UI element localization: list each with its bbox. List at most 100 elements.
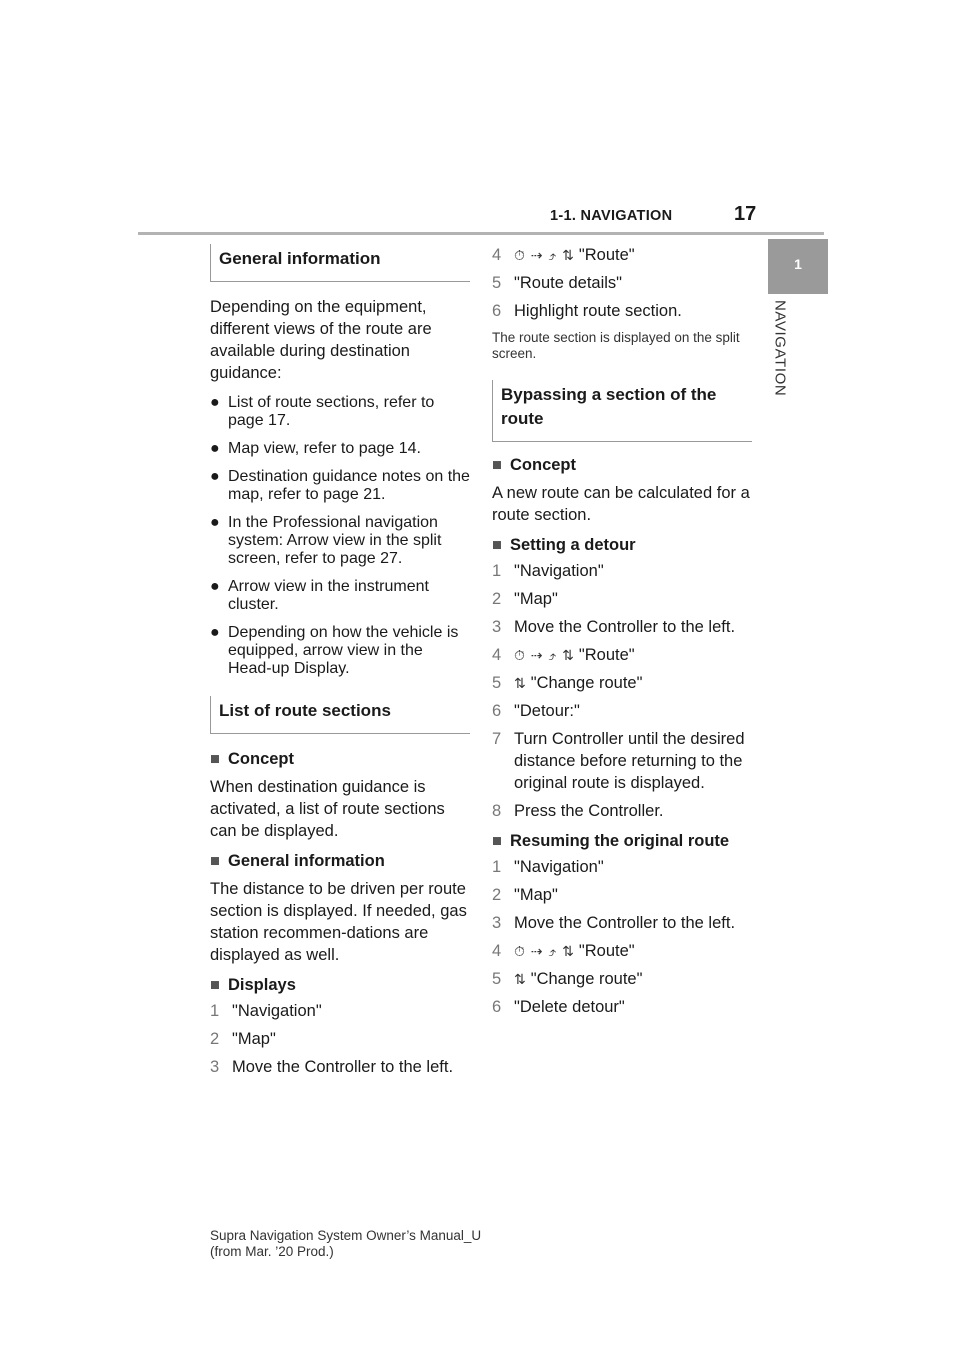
step-item: 6 Highlight route section. <box>492 300 752 322</box>
step-text: "Navigation" <box>514 562 604 580</box>
chapter-tab-label-text: NAVIGATION <box>771 300 789 397</box>
header-rule <box>138 232 824 235</box>
step-text: Highlight route section. <box>514 302 682 320</box>
concept-paragraph: A new route can be calculated for a rout… <box>492 484 750 524</box>
bullet-text: Depending on how the vehicle is equipped… <box>228 624 459 677</box>
step-text: "Change route" <box>530 970 643 988</box>
menu-path-icon: ⏱ ⇢ ⤴ ⇅ <box>514 647 575 663</box>
step-number: 6 <box>492 702 502 720</box>
chapter-tab-label: NAVIGATION <box>758 300 802 420</box>
bullet-dot-icon: ● <box>210 514 220 531</box>
step-number: 8 <box>492 802 502 820</box>
step-text: "Route" <box>578 646 635 664</box>
step-item: 1"Navigation" <box>492 856 752 878</box>
footer-line-2: (from Mar. ’20 Prod.) <box>210 1244 334 1259</box>
square-bullet-icon: ■ <box>492 832 502 850</box>
route-options-icon: ⇅ <box>514 675 527 691</box>
step-text: "Change route" <box>530 674 643 692</box>
square-bullet-icon: ■ <box>210 750 220 768</box>
bullet-text: Map view, refer to page 14. <box>228 440 421 457</box>
step-item: 3 Move the Controller to the left. <box>492 912 752 934</box>
bullet-item: ●Arrow view in the instrument cluster. <box>210 578 470 614</box>
bullet-item: ● Destination guidance notes on the map, … <box>210 468 470 504</box>
step-item: 6 "Detour:" <box>492 700 752 722</box>
menu-path-icon: ⏱ ⇢ ⤴ ⇅ <box>514 247 575 263</box>
step-number: 3 <box>210 1058 220 1076</box>
bullet-dot-icon: ● <box>210 468 220 485</box>
subheading-resuming-original-route: ■ Resuming the original route <box>492 830 752 852</box>
step-text: "Route" <box>578 246 635 264</box>
general-information-paragraph: The distance to be driven per route sect… <box>210 880 467 964</box>
step-item: 3 Move the Controller to the left. <box>210 1056 470 1078</box>
square-bullet-icon: ■ <box>210 852 220 870</box>
step-item: 7 Turn Controller until the desired dista… <box>492 728 752 794</box>
step-number: 4 <box>492 942 502 960</box>
step-item: 4 ⏱ ⇢ ⤴ ⇅"Route" <box>492 244 752 266</box>
subheading-concept: ■ Concept <box>210 748 470 770</box>
step-item: 8 Press the Controller. <box>492 800 752 822</box>
step-item: 5 "Route details" <box>492 272 752 294</box>
step-text: "Route details" <box>514 274 623 292</box>
step-text: Press the Controller. <box>514 802 664 820</box>
subheading-displays: ■Displays <box>210 974 470 996</box>
bullet-text: Destination guidance notes on the map, r… <box>228 468 470 503</box>
bullet-dot-icon: ● <box>210 394 220 411</box>
step-text: "Map" <box>232 1030 276 1048</box>
section-heading-bypassing: Bypassing a section of the route <box>492 380 752 442</box>
subheading-text: Resuming the original route <box>510 832 730 850</box>
running-header-section: 1-1. NAVIGATION <box>550 208 673 224</box>
step-number: 5 <box>492 274 502 292</box>
step-item: 2"Map" <box>492 884 752 906</box>
bullet-text: Arrow view in the instrument cluster. <box>228 578 429 613</box>
menu-path-icon: ⏱ ⇢ ⤴ ⇅ <box>514 943 575 959</box>
route-options-icon: ⇅ <box>514 971 527 987</box>
step-number: 3 <box>492 914 502 932</box>
section-heading-list-of-route-sections: List of route sections <box>210 696 470 734</box>
step-text: Move the Controller to the left. <box>232 1058 454 1076</box>
subheading-general-information: ■ General information <box>210 850 470 872</box>
step-number: 2 <box>210 1030 220 1048</box>
subheading-text: General information <box>228 852 385 870</box>
step-text: Turn Controller until the desired distan… <box>514 730 745 792</box>
chapter-tab-number: 1 <box>794 256 802 272</box>
step-number: 1 <box>210 1002 220 1020</box>
note-text: The route section is displayed on the sp… <box>492 330 740 361</box>
step-item: 6 "Delete detour" <box>492 996 752 1018</box>
step-number: 6 <box>492 998 502 1016</box>
intro-paragraph: Depending on the equipment, different vi… <box>210 298 432 382</box>
step-text: "Navigation" <box>232 1002 322 1020</box>
step-item: 3 Move the Controller to the left. <box>492 616 752 638</box>
bullet-text: List of route sections, refer to page 17… <box>228 394 435 429</box>
step-number: 4 <box>492 246 502 264</box>
step-text: Move the Controller to the left. <box>514 914 736 932</box>
page-number: 17 <box>734 203 757 225</box>
step-number: 2 <box>492 886 502 904</box>
subheading-text: Concept <box>228 750 294 768</box>
step-text: "Navigation" <box>514 858 604 876</box>
step-number: 4 <box>492 646 502 664</box>
subheading-text: Setting a detour <box>510 536 636 554</box>
step-number: 2 <box>492 590 502 608</box>
bullet-item: ● List of route sections, refer to page 1… <box>210 394 470 430</box>
step-number: 3 <box>492 618 502 636</box>
step-item: 1 "Navigation" <box>210 1000 470 1022</box>
step-item: 4 ⏱ ⇢ ⤴ ⇅"Route" <box>492 644 752 666</box>
square-bullet-icon: ■ <box>492 456 502 474</box>
step-item: 2 "Map" <box>210 1028 470 1050</box>
bullet-dot-icon: ● <box>210 624 220 641</box>
step-text: Move the Controller to the left. <box>514 618 736 636</box>
step-number: 5 <box>492 674 502 692</box>
step-text: "Detour:" <box>514 702 580 720</box>
subheading-setting-a-detour: ■Setting a detour <box>492 534 752 556</box>
footer: Supra Navigation System Owner’s Manual_U… <box>210 1228 481 1260</box>
step-number: 7 <box>492 730 502 748</box>
chapter-tab <box>768 239 828 294</box>
step-number: 1 <box>492 562 502 580</box>
footer-line-1: Supra Navigation System Owner’s Manual_U <box>210 1228 482 1243</box>
subheading-text: Concept <box>510 456 576 474</box>
step-text: "Delete detour" <box>514 998 625 1016</box>
step-number: 6 <box>492 302 502 320</box>
bullet-item: ●Map view, refer to page 14. <box>210 440 470 458</box>
step-item: 2"Map" <box>492 588 752 610</box>
